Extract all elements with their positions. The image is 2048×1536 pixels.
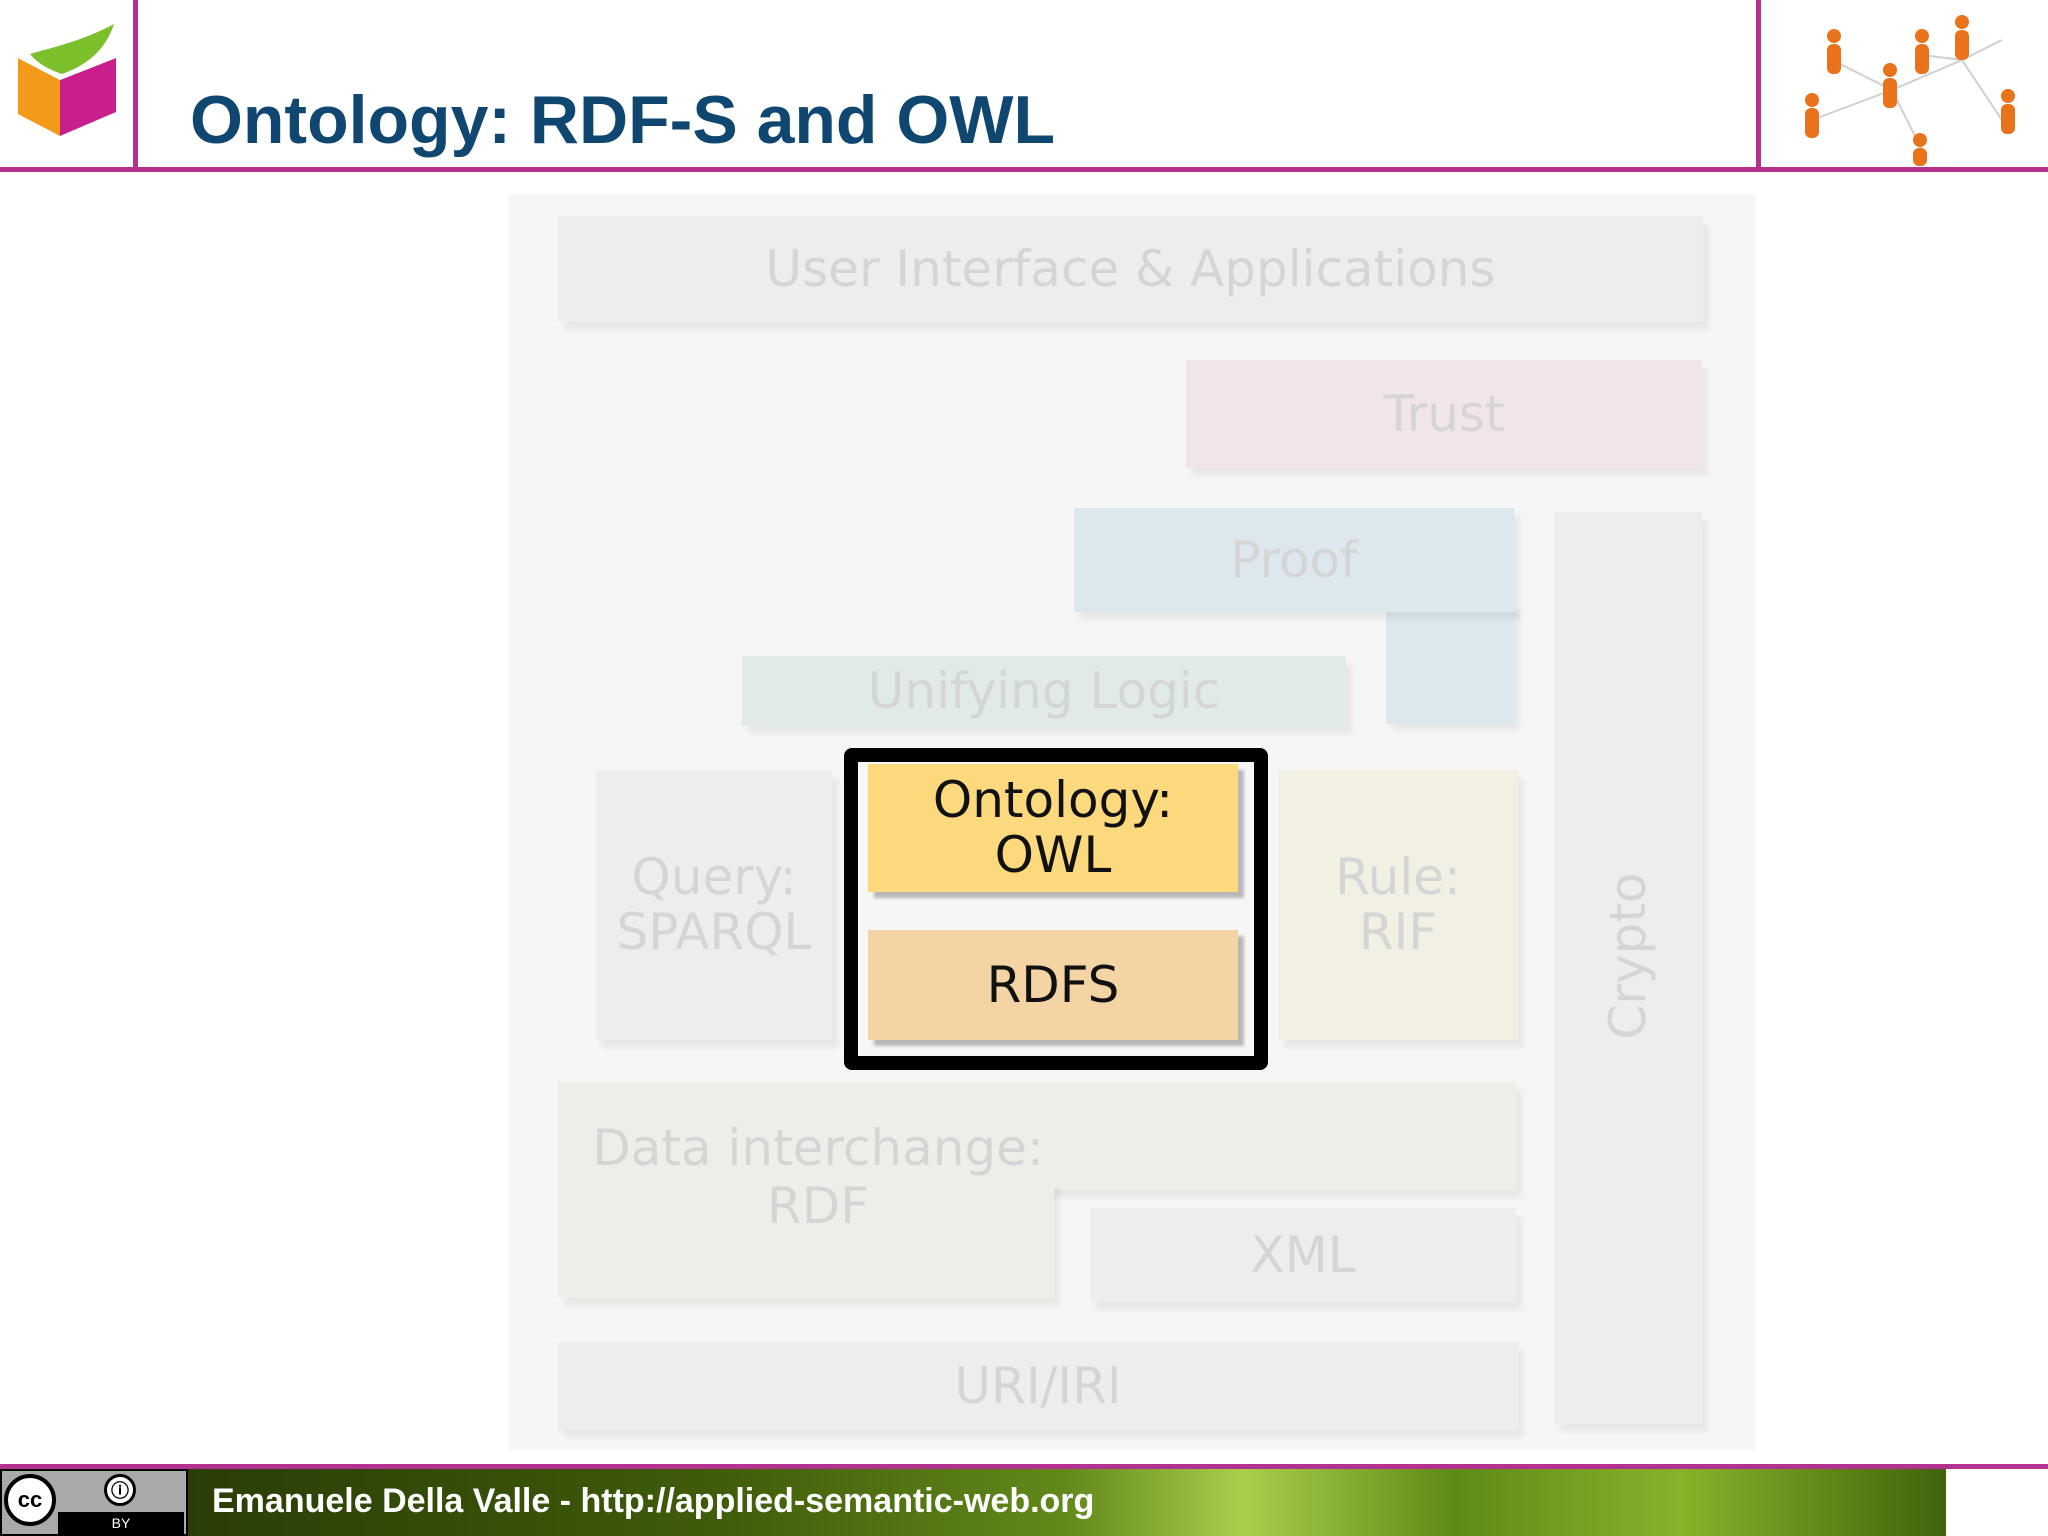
layer-data-interchange	[558, 1082, 1516, 1190]
attribution-person-icon: ⓘ	[104, 1474, 136, 1506]
header-rule	[0, 167, 2048, 172]
footer-author-url: Emanuele Della Valle - http://applied-se…	[212, 1482, 1095, 1520]
data-interchange-label: Data interchange: RDF	[558, 1119, 1078, 1250]
footer-bar	[188, 1469, 1946, 1536]
layer-crypto	[1554, 512, 1702, 1424]
layer-trust: Trust	[1186, 360, 1702, 468]
by-label: BY	[111, 1515, 131, 1531]
layer-crypto-label: Crypto	[1599, 872, 1657, 1040]
header-divider-left	[133, 0, 138, 170]
people-network-icon	[1805, 15, 2015, 166]
layer-user-interface: User Interface & Applications	[558, 216, 1703, 322]
query-label-line2: SPARQL	[616, 903, 812, 961]
layer-rule-rif: Rule: RIF	[1278, 770, 1518, 1040]
layer-data-interchange-extension	[558, 1180, 1054, 1298]
layer-proof-extension	[1386, 604, 1514, 724]
rule-label-line2: RIF	[1358, 903, 1438, 961]
layer-ontology-owl: Ontology: OWL	[868, 764, 1238, 892]
owl-label-line1: Ontology:	[932, 771, 1174, 829]
layer-proof: Proof	[1074, 508, 1514, 612]
layer-query-sparql: Query: SPARQL	[596, 770, 832, 1040]
slide-title: Ontology: RDF-S and OWL	[190, 82, 1055, 158]
footer-rule	[0, 1464, 2048, 1469]
cc-icon: cc	[4, 1474, 56, 1526]
layer-unifying-logic: Unifying Logic	[742, 656, 1346, 726]
data-label-line1: Data interchange:	[592, 1119, 1044, 1177]
header-divider-right	[1756, 0, 1761, 170]
query-label-line1: Query:	[631, 848, 797, 906]
cube-logo-icon	[18, 24, 116, 136]
by-strip	[58, 1512, 184, 1534]
rule-label-line1: Rule:	[1335, 848, 1461, 906]
layer-rdfs: RDFS	[868, 930, 1238, 1040]
layer-uri-iri: URI/IRI	[558, 1342, 1518, 1430]
data-label-line2: RDF	[766, 1176, 869, 1235]
owl-label-line2: OWL	[994, 826, 1112, 884]
layer-xml: XML	[1090, 1208, 1516, 1302]
